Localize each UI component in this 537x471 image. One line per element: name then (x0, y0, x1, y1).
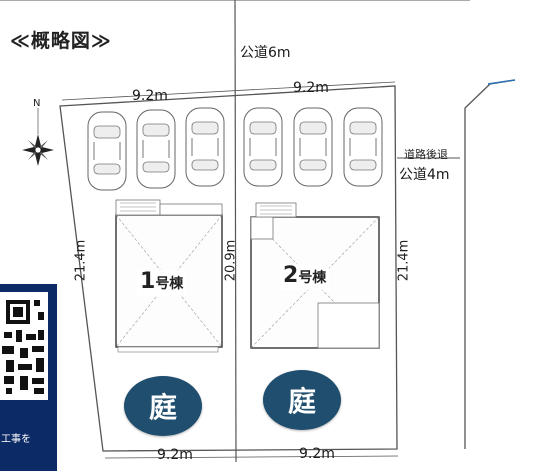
car-icon (185, 107, 225, 187)
top-dimension-line (61, 81, 396, 101)
road-4m-edge-accent (487, 79, 516, 85)
qr-card[interactable]: 工事を (0, 284, 57, 471)
north-label: N (33, 98, 41, 109)
lot-divider-line (234, 0, 237, 463)
page-title: ≪概略図≫ (10, 30, 112, 52)
car-icon (343, 107, 383, 187)
public-road-6m-label: 公道6m (240, 45, 291, 61)
building-1-suffix: 号棟 (155, 276, 184, 292)
building-2-label: 2号棟 (280, 263, 330, 290)
car-icon (293, 107, 333, 187)
car-icon (87, 111, 127, 191)
north-arrow-icon (22, 108, 54, 166)
dimension-top-left: 9.2m (132, 88, 168, 104)
dimension-right-depth: 21.4m (396, 239, 412, 282)
building-2-suffix: 号棟 (298, 270, 327, 286)
car-icon (243, 107, 283, 187)
road-4m-edge (464, 79, 516, 449)
building-2-number: 2 (283, 263, 299, 288)
car-icon (136, 109, 176, 189)
public-road-4m-label: 公道4m (399, 167, 450, 183)
dimension-bottom-left: 9.2m (157, 447, 193, 463)
building-1-label: 1号棟 (137, 269, 187, 296)
road-setback-label: 道路後退 (404, 148, 448, 161)
garden-1-badge: 庭 (124, 376, 202, 436)
dimension-top-right: 9.2m (293, 80, 329, 96)
garden-2-badge: 庭 (263, 370, 341, 430)
dimension-bottom-right: 9.2m (299, 446, 335, 462)
dimension-middle-depth: 20.9m (223, 239, 239, 282)
bottom-dimension-line (104, 455, 399, 459)
building-1-number: 1 (140, 269, 156, 294)
qr-card-caption: 工事を (1, 434, 31, 445)
lot-boundary (59, 85, 398, 452)
qr-code-icon[interactable] (0, 292, 48, 400)
dimension-left-depth: 21.4m (73, 239, 89, 282)
